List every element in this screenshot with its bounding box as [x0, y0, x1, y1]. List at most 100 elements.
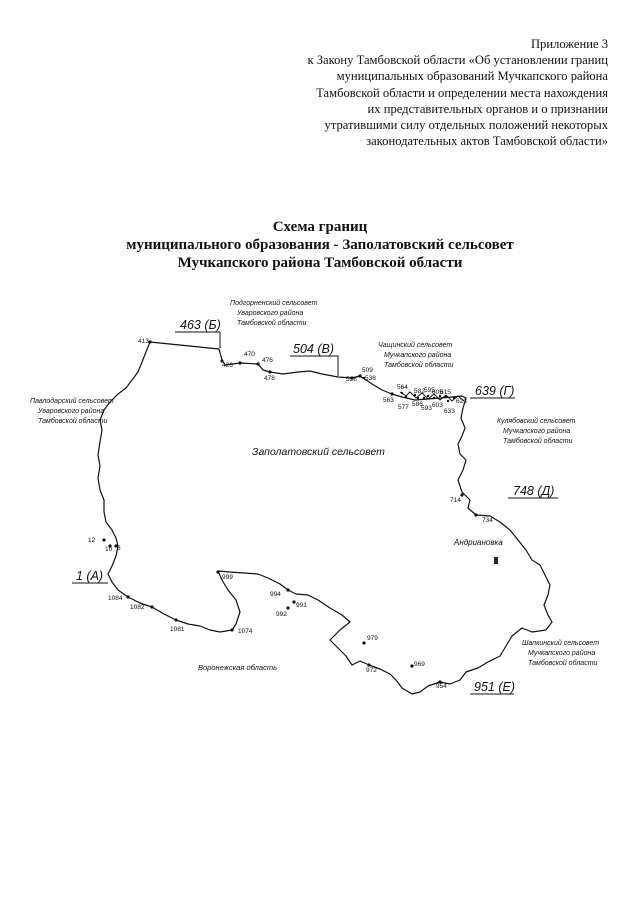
code-504-underline	[290, 355, 339, 376]
neighbor-label-line: Тамбовской области	[503, 437, 573, 445]
neighbor-label-line: Тамбовской области	[237, 319, 307, 327]
neighbor-label-line: Подгорненский сельсовет	[230, 299, 318, 307]
point-dot	[390, 392, 394, 396]
neighbor-shapkinsky: Шапкинский сельсовет Мучкапского района …	[522, 639, 599, 667]
point-label: 577	[398, 404, 409, 411]
appendix-line: Приложение 3	[530, 37, 608, 51]
neighbor-label-line: Воронежская область	[198, 663, 277, 672]
point-label: 1081	[170, 626, 185, 633]
point-dot	[438, 680, 442, 684]
code-951: 951 (Е)	[474, 680, 515, 694]
neighbor-label-line: Уваровского района	[236, 309, 303, 317]
point-label: 413	[138, 338, 149, 345]
neighbor-label-line: Тамбовской области	[384, 361, 454, 369]
point-dot	[286, 606, 290, 610]
point-label: 1082	[130, 604, 145, 611]
point-label: 10	[105, 546, 113, 553]
node-code-underlines	[72, 331, 558, 695]
point-dot	[426, 394, 430, 398]
point-label: 603	[432, 402, 443, 409]
point-label: 605	[432, 389, 443, 396]
neighbor-label-line: Кулябовский сельсовет	[497, 417, 576, 425]
point-dot	[230, 628, 234, 632]
neighbor-chaschinsky: Чащинский сельсовет Мучкапского района Т…	[378, 341, 454, 369]
point-dot	[416, 396, 420, 400]
point-dot	[220, 359, 224, 363]
point-label: 528	[346, 376, 357, 383]
neighbor-label-line: Мучкапского района	[384, 351, 451, 359]
point-dot	[460, 493, 464, 497]
point-dot	[432, 396, 436, 400]
neighbor-label-line: Мучкапского района	[503, 427, 570, 435]
point-label: 470	[244, 351, 255, 358]
point-label: 972	[366, 667, 377, 674]
title-line-1: Схема границ	[272, 219, 368, 235]
title-line-2: муниципального образования - Заполатовск…	[126, 237, 514, 253]
neighbor-label-line: Тамбовской области	[528, 659, 598, 667]
title-line-3: Мучкапского района Тамбовской области	[177, 255, 463, 271]
appendix-line: муниципальных образований Мучкапского ра…	[336, 69, 608, 84]
neighbor-pavlodarsky: Павлодарский сельсовет Уваровского район…	[30, 397, 114, 425]
point-label: 593	[421, 405, 432, 412]
neighbor-label-line: Павлодарский сельсовет	[30, 397, 114, 405]
point-dot	[400, 391, 404, 395]
point-dot	[126, 595, 130, 599]
point-label: 633	[444, 408, 455, 415]
point-dot	[362, 641, 366, 645]
point-dot	[452, 396, 456, 400]
point-dot	[438, 394, 442, 398]
point-label: 954	[436, 683, 447, 690]
point-label: 623	[456, 398, 467, 405]
appendix-line: Тамбовской области и определении места н…	[316, 85, 608, 100]
municipal-boundary-line	[97, 341, 553, 695]
point-label: 991	[296, 602, 307, 609]
point-dot	[404, 395, 408, 399]
point-label: 538	[365, 375, 376, 382]
point-label: 1074	[238, 628, 253, 635]
code-504: 504 (В)	[293, 342, 334, 356]
point-dot	[292, 600, 296, 604]
point-dot	[410, 664, 414, 668]
point-label: 426	[222, 362, 233, 369]
point-label: 734	[482, 517, 493, 524]
point-dot	[256, 362, 260, 366]
point-label: 478	[264, 375, 275, 382]
point-dot	[422, 396, 426, 400]
point-dot	[362, 376, 366, 380]
appendix-line: к Закону Тамбовской области «Об установл…	[307, 53, 608, 68]
point-label: 582	[414, 388, 425, 395]
point-dot	[108, 544, 112, 548]
point-dot	[358, 374, 362, 378]
point-label: 999	[222, 574, 233, 581]
scheme-title: Схема границ муниципального образования …	[0, 218, 640, 272]
point-label: 595	[424, 387, 435, 394]
code-463-underline	[175, 331, 221, 348]
point-dot	[174, 618, 178, 622]
point-dot	[444, 395, 448, 399]
village-label: Андриановка	[453, 538, 503, 547]
appendix-line: утратившими силу отдельных положений нек…	[324, 118, 608, 133]
point-dot	[150, 605, 154, 609]
point-dot	[102, 538, 106, 542]
point-label: 979	[367, 635, 378, 642]
point-label: 563	[383, 397, 394, 404]
point-label: 564	[397, 384, 408, 391]
point-label: 969	[414, 661, 425, 668]
code-1: 1 (А)	[76, 569, 103, 583]
point-label: 992	[276, 611, 287, 618]
point-dot	[446, 399, 450, 403]
neighbor-podgornensky: Подгорненский сельсовет Уваровского райо…	[230, 299, 318, 327]
point-label: 509	[362, 367, 373, 374]
point-label: 615	[440, 389, 451, 396]
point-dot	[474, 513, 478, 517]
point-label: 6	[117, 545, 121, 552]
appendix-line: законодательных актов Тамбовской области…	[366, 134, 608, 149]
neighbor-label-line: Тамбовской области	[38, 417, 108, 425]
point-label: 994	[270, 591, 281, 598]
point-dot	[268, 370, 272, 374]
point-dot	[286, 588, 290, 592]
point-dot	[114, 544, 118, 548]
village-marker	[494, 557, 498, 564]
point-dot	[238, 361, 242, 365]
point-label: 586	[412, 401, 423, 408]
